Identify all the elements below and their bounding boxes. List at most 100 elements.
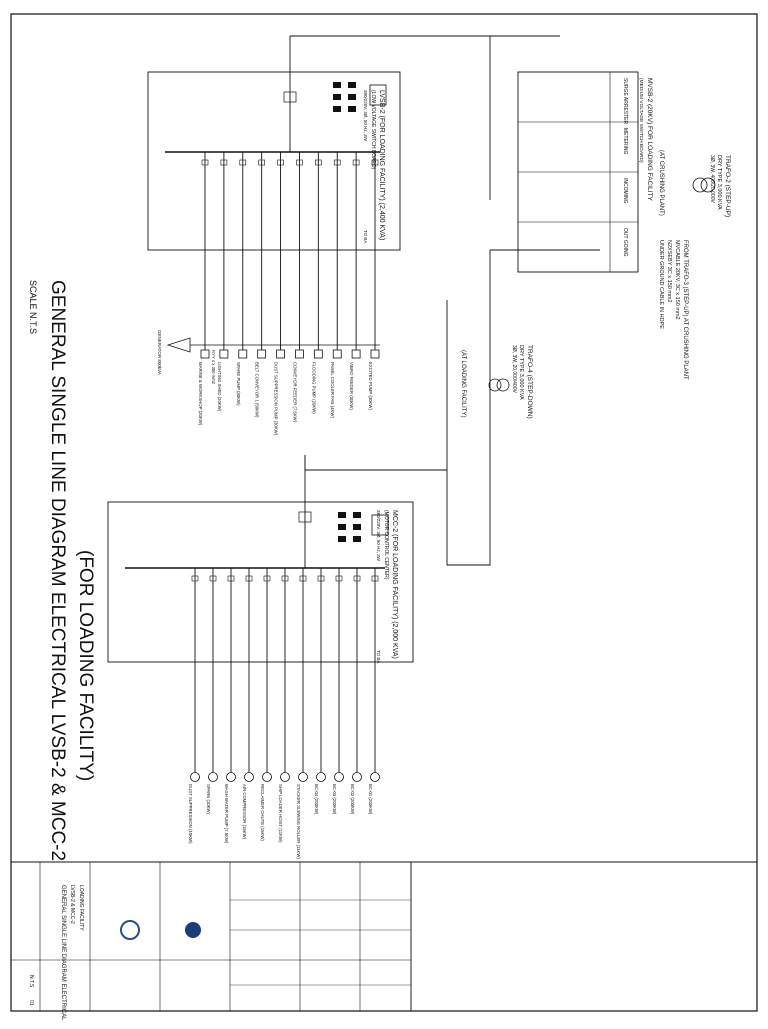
- lvsb-load-icon: [351, 349, 361, 359]
- lvsb-load-icon: [276, 349, 285, 359]
- title-block: [10, 861, 412, 1012]
- mcc-meters: [338, 512, 389, 542]
- mcc-feeder-label: BC-02 (200KW): [350, 784, 355, 815]
- mcc-subtitle: (MOTOR CONTROL CENTER): [383, 510, 389, 580]
- tb-sub: LVSB-2 & MCC-2: [69, 885, 75, 924]
- lvsb-feeder-breaker: [258, 159, 265, 166]
- lvsb-load-icon: [257, 349, 267, 359]
- mcc-feeder-label: WASH WATER PUMP (7.5KW): [224, 784, 229, 844]
- lvsb-load-icon: [219, 349, 229, 359]
- mcc-feeder-breaker: [209, 575, 217, 582]
- mcc-title: MCC-2 (FOR LOADING FACILITY) (2,000 KVA): [391, 510, 398, 659]
- mcc-feeder-breaker: [245, 575, 253, 582]
- drawing-title: GENERAL SINGLE LINE DIAGRAM ELECTRICAL L…: [47, 280, 68, 861]
- genset-icon: [166, 337, 191, 353]
- lvsb-feeder-label: DUST SUPPRESSION PUMP (30KW): [274, 362, 279, 436]
- lvsb-feeder-label: LIGHTING SHED (20KW): [217, 362, 222, 412]
- mcc-feeder-breaker: [317, 575, 325, 582]
- mcc-feeder-breaker: [263, 575, 271, 582]
- trafo-2-icon: [692, 177, 708, 193]
- mcc-feeder-breaker: [353, 575, 361, 582]
- company-logo-icon: [120, 920, 140, 940]
- lvsb-spec: 380/220V, 3Ø, 50 Hz, 3W: [363, 90, 368, 142]
- mcc-feeder-breaker: [371, 575, 379, 582]
- tb-scale: N.T.S: [28, 975, 34, 988]
- mvsb-col-incoming: INCOMING: [622, 178, 628, 204]
- lvsb-feeder-breaker: [333, 159, 341, 166]
- mcc-feeder-label: BC-01 (200KW): [368, 784, 373, 815]
- mcc-motor-icon: [352, 772, 362, 782]
- mcc-motor-icon: [334, 772, 344, 782]
- mvsb-col-metering: METERING: [622, 128, 628, 155]
- trafo-4-icon: [488, 378, 502, 392]
- mcc-header: MCC-2 (FOR LOADING FACILITY) (2,000 KVA)…: [376, 510, 398, 663]
- lvsb-feeder-label: SPARE PUMP (30KW): [236, 362, 241, 406]
- tb-project: GENERAL SINGLE LINE DIAGRAM ELECTRICAL: [60, 885, 66, 1021]
- drawing-subtitle: (FOR LOADING FACILITY): [75, 550, 96, 781]
- lvsb-feeders: EXCITED PUMP (30KW)VIBRO FEEDER (30KW)PA…: [198, 152, 380, 436]
- lvsb-feeder-breaker: [220, 159, 228, 166]
- lvsb-feeder-label: CONVEYOR FEEDER (7.5KW): [292, 362, 297, 423]
- mcc-motor-icon: [370, 772, 380, 782]
- mcc-feeder-breaker: [335, 575, 343, 582]
- lvsb-bus-label: TO BA: [363, 230, 368, 243]
- lvsb-load-icon: [295, 349, 304, 359]
- genset-cable-label: NYY 4 x 300 mm2: [211, 350, 216, 385]
- mcc-motor-icon: [280, 772, 290, 782]
- trafo-2-spec1: DRY TYPE 3,000 KVA: [716, 155, 722, 210]
- mcc-feeder-breaker: [227, 575, 235, 582]
- mcc-bus-label: TO BA: [376, 650, 381, 663]
- mcc-feed-cable: [446, 385, 491, 566]
- mcc-motor-icon: [190, 772, 200, 782]
- mcc-feeder-breaker: [299, 575, 307, 582]
- drawing-scale: SCALE N.T.S: [28, 280, 38, 334]
- lvsb-feeder-breaker: [239, 159, 247, 166]
- mcc-incomer-breaker: [298, 511, 312, 523]
- lvsb-feeder-breaker: [315, 159, 322, 166]
- mcc-feeder-label: SHIP LOADER HOIST (11KW): [278, 784, 283, 843]
- mcc-feeder-label: DUST SUPPRESSION (10KW): [188, 784, 193, 844]
- lvsb-feeder-breaker: [201, 159, 209, 166]
- trafo-4-title: TRAFO-4 (STEP-DOWN): [526, 345, 533, 419]
- lvsb-panel: [147, 71, 401, 251]
- client-logo-icon: [185, 922, 201, 938]
- genset-label: GENERATOR 800kVA: [157, 330, 162, 375]
- mvsb-col-surge: SURGE ARRESTER: [622, 78, 628, 125]
- trafo-4-spec2: 3Ø, 3W, 20,000/400V: [511, 345, 517, 393]
- mcc-feeder-label: BC-03 (200KW): [332, 784, 337, 815]
- crushing-location: (AT CRUSHING PLANT): [658, 150, 664, 216]
- lvsb-feeder-breaker: [296, 159, 303, 166]
- lvsb-load-icon: [313, 349, 323, 359]
- mcc-motor-icon: [226, 772, 236, 782]
- trafo-2-title: TRAFO-2 (STEP-UP): [724, 155, 731, 217]
- lvsb-feeder-breaker: [352, 159, 360, 166]
- mvsb-title: MVSB-2 (20KV) FOR LOADING FACILITY: [646, 78, 653, 201]
- cable-note-4: UNDER GROUND CABLE IN HDPE: [658, 240, 664, 329]
- mcc-feeder-breaker: [281, 575, 289, 582]
- mcc-motor-icon: [244, 772, 254, 782]
- mcc-motor-icon: [262, 772, 272, 782]
- trafo-2-spec2: 3Ø, 3W, 400/20,000V: [709, 155, 715, 203]
- cable-note-3: N2XSEBY 3C x 150 mm2: [666, 240, 672, 303]
- mcc-spec: 380/220V, 3Ø, 50 Hz, 3W: [376, 510, 381, 562]
- mcc-feeder-label: BC-04 (200KW): [314, 784, 319, 815]
- mcc-motor-icon: [316, 772, 326, 782]
- lvsb-load-icon: [238, 349, 248, 359]
- lvsb-title: LVSB-2 (FOR LOADING FACILITY) (2,400 KVA…: [378, 90, 385, 240]
- mcc-feeder-label: AIR COMPRESSOR (15KW): [242, 784, 247, 840]
- lvsb-feeder-label: PANEL COOLER FAN (4KW): [330, 362, 335, 418]
- lvsb-feeder-label: FLOODING PUMP (20KW): [311, 362, 316, 414]
- lvsb-feeder-breaker: [277, 159, 284, 166]
- trafo-4-spec1: DRY TYPE 3,000 KVA: [518, 345, 524, 400]
- lvsb-load-icon: [370, 349, 380, 359]
- mcc-feeder-label: STACKER SLEWING ROLLER (11KW): [296, 784, 301, 859]
- lvsb-feeder-label: MARINE & WORKSHOP (20KW): [198, 362, 203, 426]
- cable-note-1: FROM TRAFO-3 (STEP-UP) AT CRUSHING PLANT: [682, 240, 688, 380]
- tb-sheet: 01: [28, 1000, 34, 1006]
- loading-location: (AT LOADING FACILITY): [460, 350, 466, 417]
- lvsb-feeder-label: VIBRO FEEDER (30KW): [349, 362, 354, 410]
- lvsb-load-icon: [200, 349, 210, 359]
- lvsb-load-icon: [332, 349, 342, 359]
